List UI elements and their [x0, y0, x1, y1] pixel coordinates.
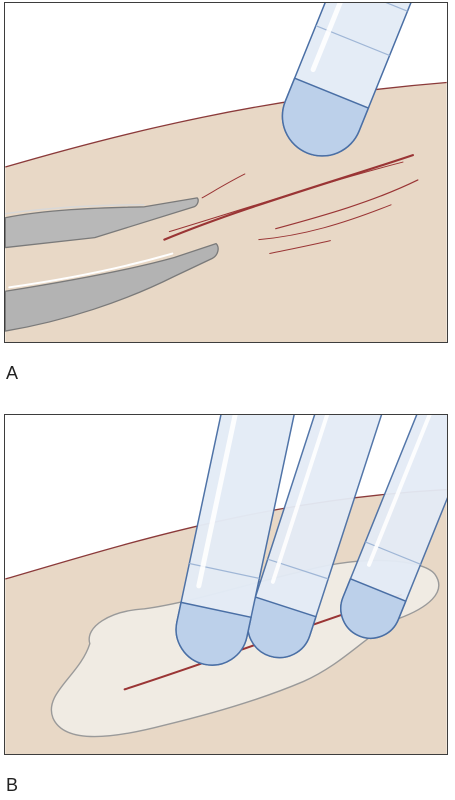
panel-b-label: B — [6, 775, 19, 795]
panel-a-svg — [5, 3, 447, 342]
applicator-tube-icon — [246, 415, 388, 659]
applicator-tube-icon — [281, 3, 431, 157]
forceps-icon — [5, 197, 219, 332]
panel-a-illustration — [4, 2, 448, 343]
panel-b-illustration — [4, 414, 448, 755]
panel-a-label: A — [6, 363, 19, 383]
incision-wound — [163, 154, 419, 255]
applicator-tube-icon — [340, 415, 447, 639]
applicator-tube-icon — [175, 415, 300, 666]
panel-b-svg — [5, 415, 447, 754]
